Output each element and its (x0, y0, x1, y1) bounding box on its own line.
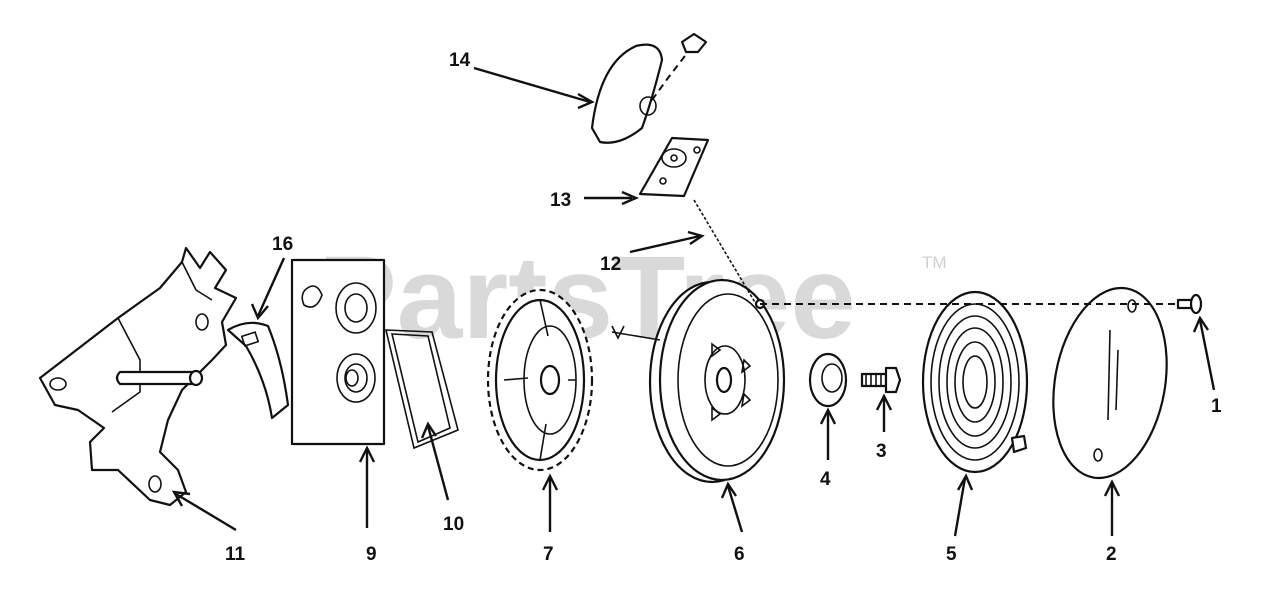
callout-11: 11 (225, 544, 246, 565)
part-spring-clip[interactable] (384, 329, 459, 450)
callout-9: 9 (366, 544, 377, 565)
part-pulley[interactable] (611, 278, 786, 484)
callout-labels: 1 2 3 4 5 6 7 9 10 11 12 13 14 16 (225, 50, 1222, 565)
part-screw[interactable] (1176, 293, 1203, 315)
callout-14: 14 (449, 50, 471, 71)
part-rewind-spring[interactable] (921, 290, 1029, 474)
callout-12: 12 (600, 254, 621, 275)
callout-16: 16 (272, 234, 293, 255)
watermark-trademark: TM (922, 253, 947, 272)
callout-1: 1 (1211, 396, 1222, 417)
callout-4: 4 (820, 469, 831, 490)
part-rope-guide[interactable] (638, 136, 710, 198)
part-bushing[interactable] (808, 352, 848, 408)
part-gear[interactable] (486, 288, 594, 472)
callout-6: 6 (734, 544, 745, 565)
part-bracket[interactable] (38, 246, 238, 507)
callout-2: 2 (1106, 544, 1117, 565)
part-bolt[interactable] (860, 366, 902, 394)
part-rope[interactable] (693, 199, 757, 305)
callout-3: 3 (876, 441, 887, 462)
callout-7: 7 (543, 544, 554, 565)
part-handle[interactable] (590, 32, 708, 144)
callout-5: 5 (946, 544, 957, 565)
leader-lines (171, 66, 1216, 537)
part-pawl[interactable] (226, 321, 290, 420)
callout-10: 10 (443, 514, 464, 535)
part-plate-kit[interactable] (290, 258, 386, 446)
callout-13: 13 (550, 190, 571, 211)
part-cover-plate[interactable] (1039, 279, 1181, 487)
